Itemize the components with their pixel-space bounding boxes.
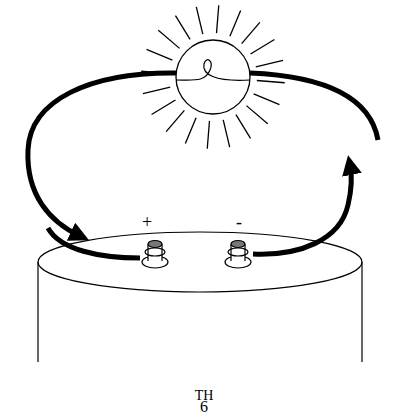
light-ray <box>256 60 283 66</box>
light-bulb <box>176 40 250 114</box>
positive-terminal <box>142 241 168 269</box>
light-ray <box>152 100 176 115</box>
terminal-sign: + <box>142 213 152 231</box>
light-ray <box>254 94 280 105</box>
light-ray <box>158 30 179 48</box>
light-ray <box>230 11 241 37</box>
terminal-sign: - <box>236 213 242 231</box>
light-ray <box>147 49 173 60</box>
light-ray <box>223 120 229 147</box>
light-ray <box>196 7 202 34</box>
light-ray <box>246 106 267 124</box>
page-number: 6 <box>200 399 208 415</box>
light-ray <box>175 16 190 40</box>
light-ray <box>242 22 260 43</box>
light-ray <box>257 81 285 83</box>
light-ray <box>185 118 196 144</box>
light-ray <box>217 5 219 33</box>
light-ray <box>207 121 209 149</box>
light-ray <box>166 110 184 131</box>
light-ray <box>251 39 275 54</box>
current-arrows <box>28 73 378 258</box>
light-ray <box>143 87 170 93</box>
negative-terminal <box>225 241 251 269</box>
light-rays <box>141 5 285 149</box>
light-ray <box>236 115 251 139</box>
